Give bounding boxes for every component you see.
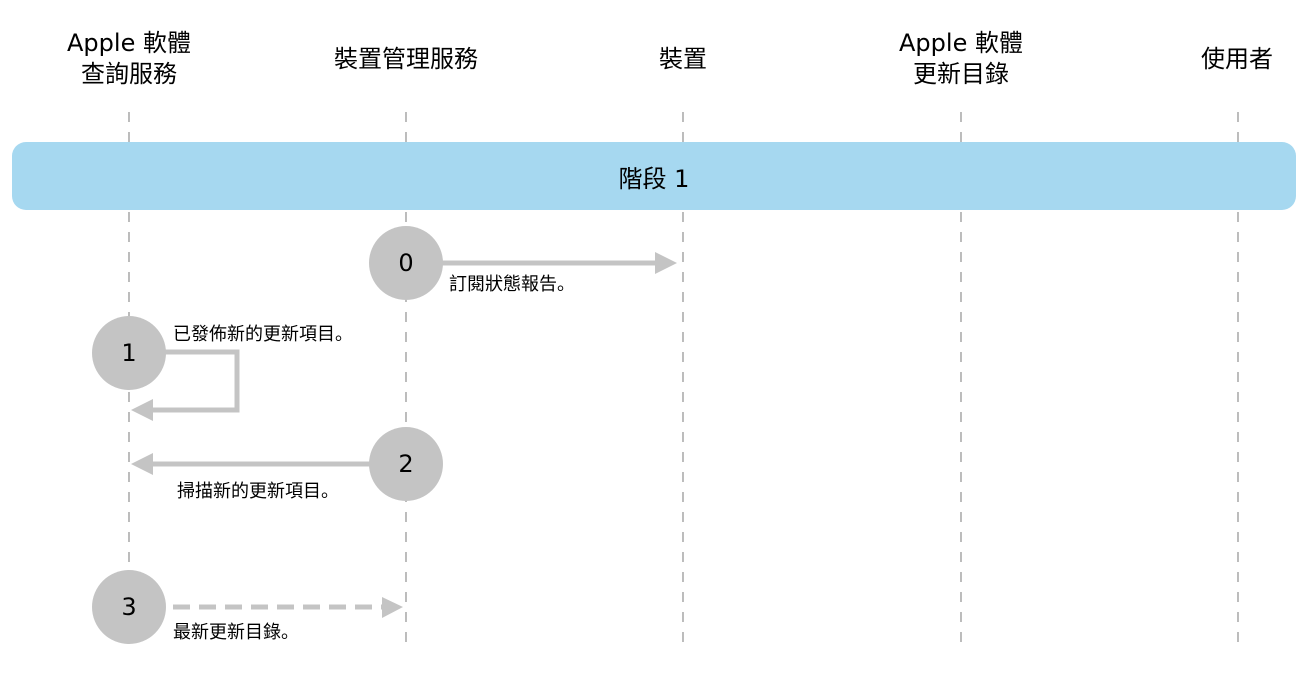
arrow-step-2 — [131, 453, 371, 475]
step-number: 1 — [121, 339, 137, 367]
arrow-step-1 — [131, 349, 240, 421]
column-header-user: 使用者 — [1137, 24, 1303, 94]
column-header-line: 裝置 — [659, 44, 707, 73]
step-label-3: 最新更新目錄。 — [173, 622, 299, 643]
column-header-apple-software-lookup: Apple 軟體 查詢服務 — [29, 24, 229, 94]
step-circle-3: 3 — [92, 570, 166, 644]
step-label-1: 已發佈新的更新項目。 — [173, 324, 353, 345]
arrow-step-0 — [441, 252, 677, 274]
column-header-line: 更新目錄 — [912, 60, 1009, 88]
step-circle-2: 2 — [369, 427, 443, 501]
step-number: 0 — [398, 249, 414, 277]
arrow-step-3 — [173, 597, 403, 618]
step-circle-0: 0 — [369, 226, 443, 300]
step-number: 3 — [121, 593, 137, 621]
column-header-device: 裝置 — [583, 24, 783, 94]
column-header-device-management: 裝置管理服務 — [306, 24, 506, 94]
step-number: 2 — [398, 450, 414, 478]
column-header-apple-software-update-catalog: Apple 軟體 更新目錄 — [861, 24, 1061, 94]
phase-label: 階段 1 — [618, 164, 690, 193]
column-header-line: 使用者 — [1201, 44, 1273, 73]
step-label-0: 訂閱狀態報告。 — [449, 274, 575, 295]
column-header-line: 裝置管理服務 — [334, 44, 478, 73]
column-header-line: Apple 軟體 — [899, 29, 1023, 57]
phase-band: 階段 1 — [12, 142, 1296, 210]
column-header-line: 查詢服務 — [80, 60, 177, 88]
column-header-line: Apple 軟體 — [67, 29, 191, 57]
step-circle-1: 1 — [92, 316, 166, 390]
step-label-2: 掃描新的更新項目。 — [177, 481, 339, 502]
